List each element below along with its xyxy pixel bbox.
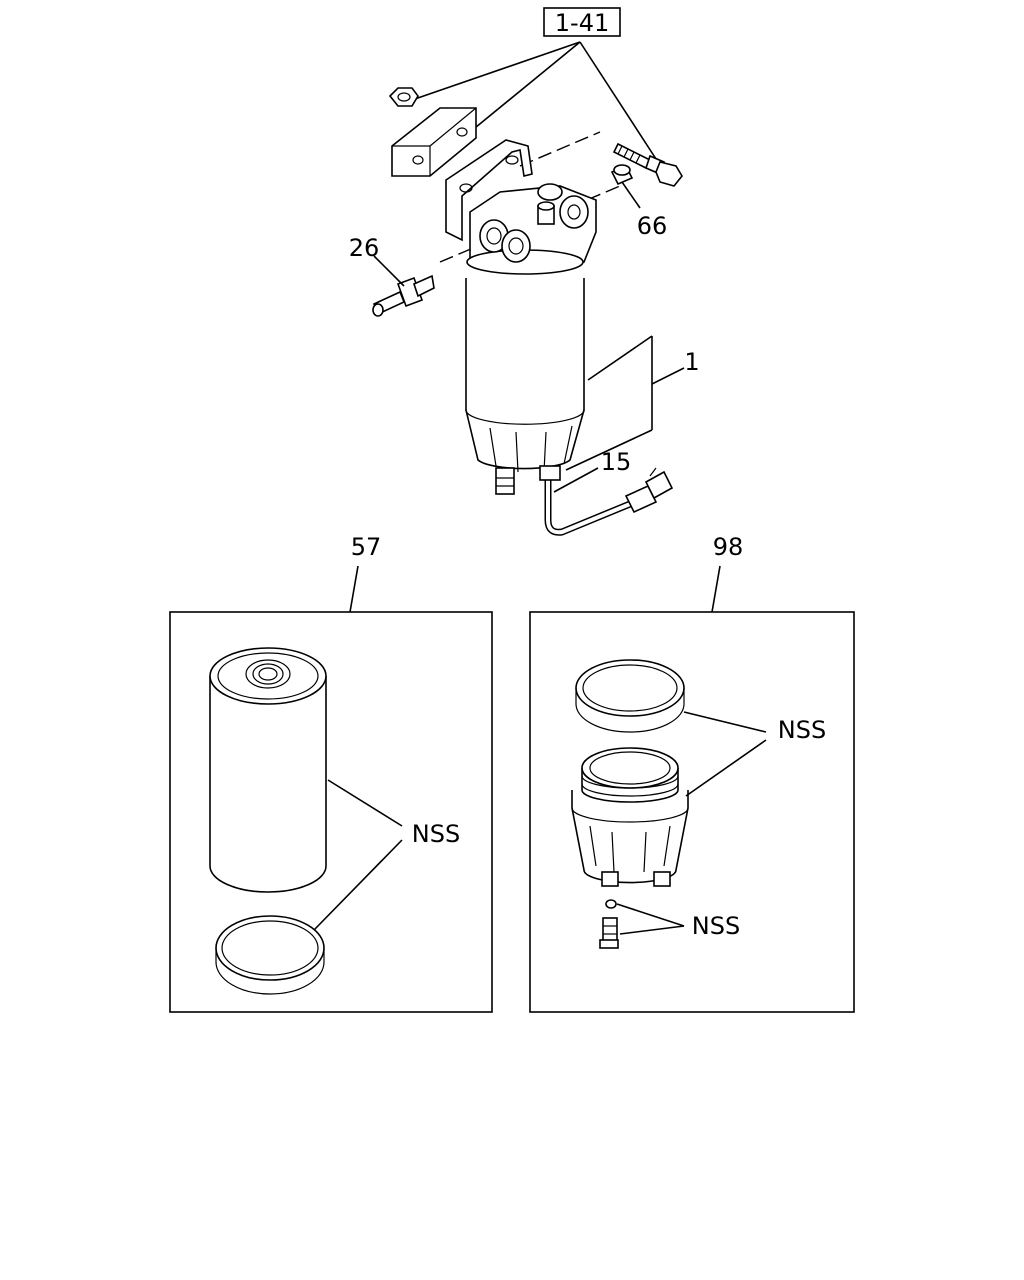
nss-left: NSS — [412, 820, 460, 848]
water-bowl — [571, 747, 689, 887]
alignment-line-upper — [519, 131, 601, 167]
callout-66: 66 — [637, 212, 668, 240]
filter-housing — [465, 278, 585, 473]
leader-15 — [553, 467, 599, 493]
callout-15: 15 — [601, 448, 632, 476]
leader-1-bracket — [565, 335, 685, 471]
fitting-66 — [610, 164, 634, 186]
mounting-bolt — [612, 142, 683, 187]
leader-57 — [349, 565, 359, 613]
fitting-26 — [372, 274, 435, 317]
filter-head — [466, 183, 597, 275]
bowl-seal-ring — [575, 659, 685, 733]
reference-leader-lines — [411, 41, 659, 163]
callout-1: 1 — [684, 348, 699, 376]
bleed-screw — [537, 201, 555, 225]
sensor-wire — [539, 465, 632, 536]
o-ring-small — [605, 899, 617, 909]
callout-98: 98 — [713, 533, 744, 561]
drain-sensor — [599, 917, 619, 949]
mounting-bracket — [445, 139, 533, 242]
callout-26: 26 — [349, 234, 380, 262]
element-seal-ring — [215, 915, 325, 995]
filter-element — [209, 647, 327, 893]
leader-66 — [621, 181, 641, 209]
wire-connector — [624, 467, 674, 514]
side-port — [559, 195, 589, 229]
nss-right-lower-leaders — [616, 903, 685, 935]
outlet-port — [501, 229, 531, 263]
nss-left-leaders — [313, 779, 403, 931]
nss-right-lower: NSS — [692, 912, 740, 940]
reference-box-label: 1-41 — [555, 9, 609, 37]
top-port — [537, 183, 563, 201]
leader-26 — [373, 255, 405, 287]
panel-98 — [529, 611, 855, 1013]
reference-box: 1-41 — [543, 7, 621, 37]
spacer-plate — [391, 107, 477, 177]
leader-98 — [711, 565, 721, 613]
nss-right-upper-leaders — [683, 711, 767, 797]
drain-plug — [495, 467, 515, 495]
panel-57 — [169, 611, 493, 1013]
top-nut — [388, 87, 419, 107]
nss-right-upper: NSS — [778, 716, 826, 744]
callout-57: 57 — [351, 533, 382, 561]
